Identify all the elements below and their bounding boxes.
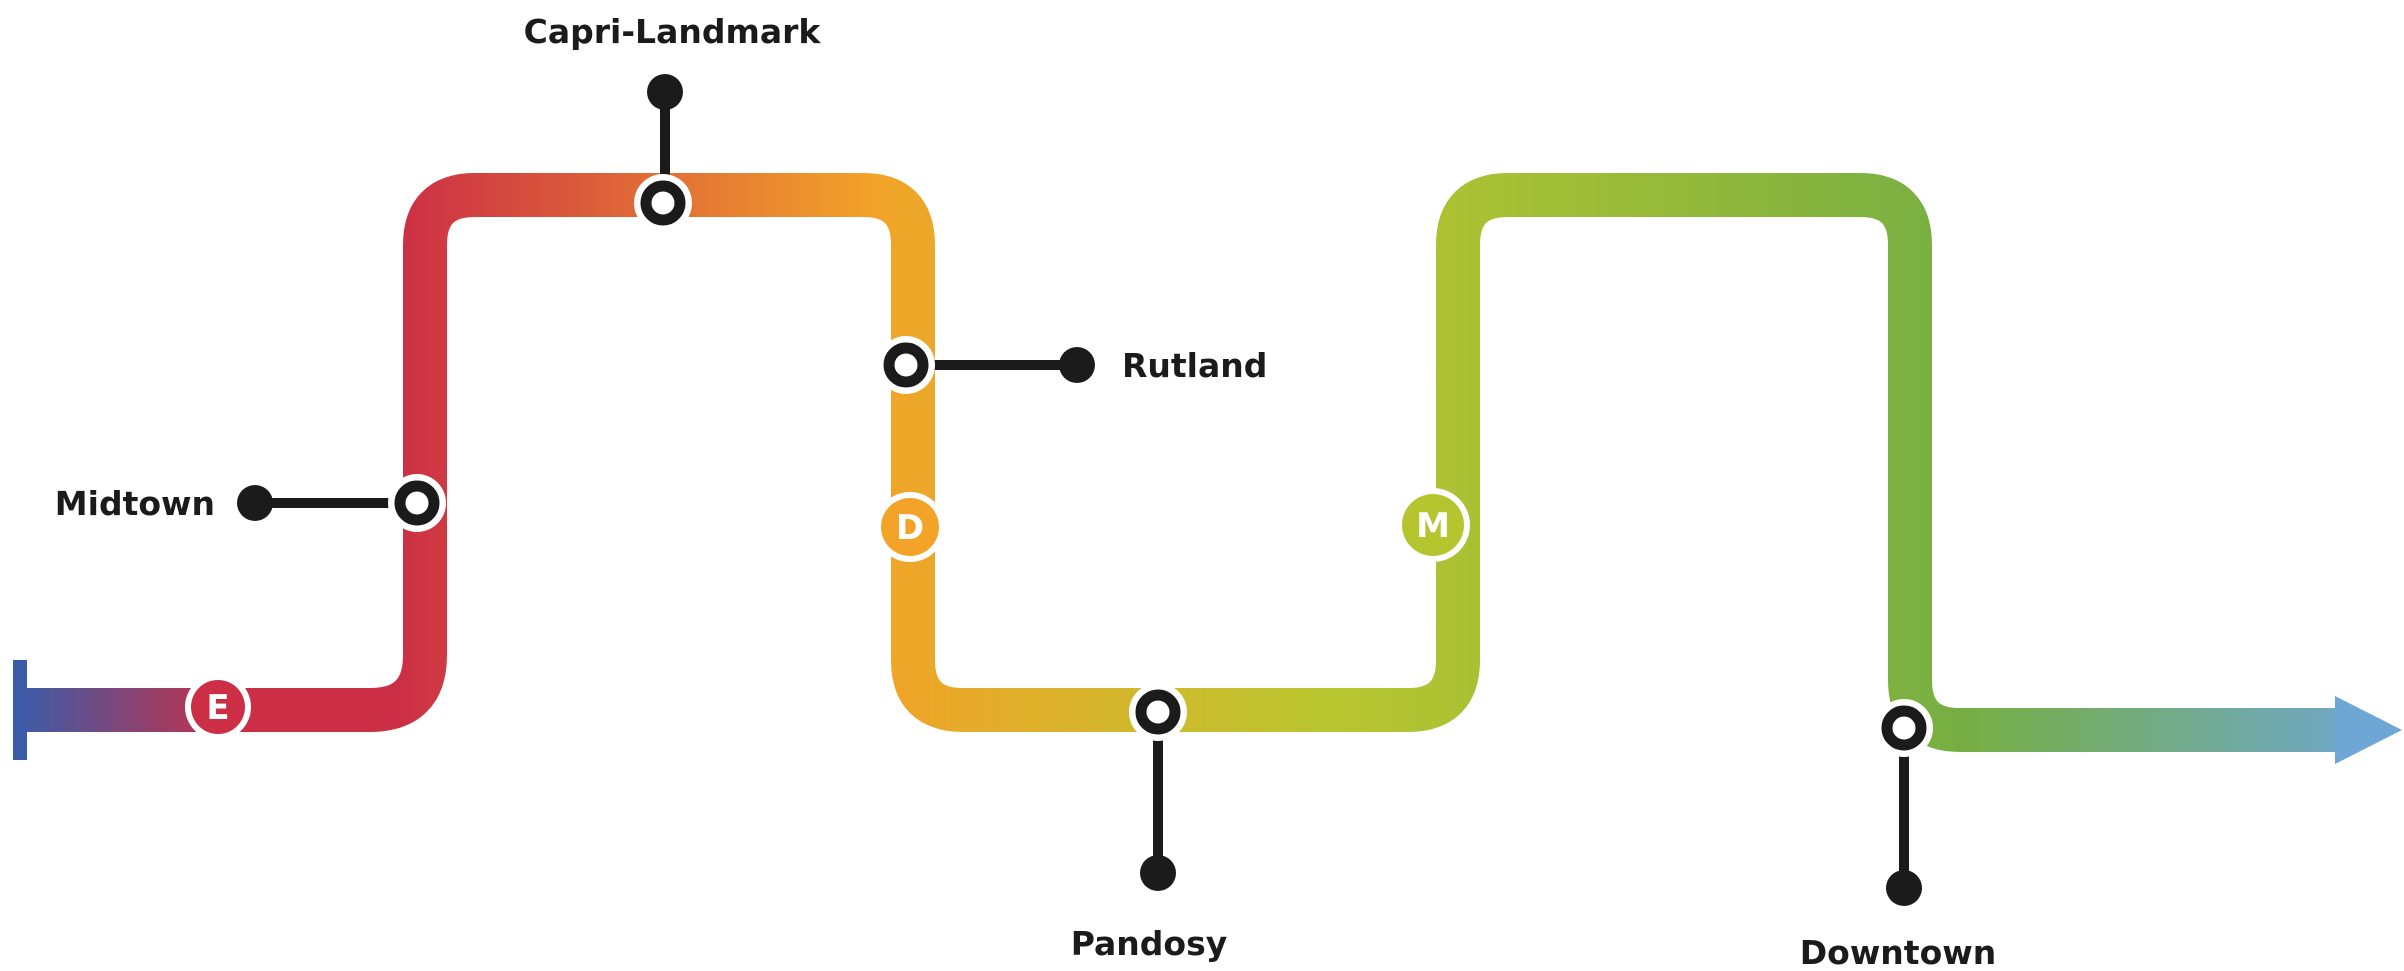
station-marker-downtown <box>1875 699 1933 757</box>
station-label-downtown: Downtown <box>1800 933 1996 971</box>
svg-text:E: E <box>206 688 229 728</box>
station-label-rutland: Rutland <box>1122 346 1267 385</box>
line-badge-m: M <box>1396 488 1470 562</box>
station-marker-pandosy <box>1129 683 1187 741</box>
svg-text:D: D <box>896 508 924 548</box>
route-end-arrow <box>2335 696 2402 764</box>
station-marker-capri-landmark <box>634 174 692 232</box>
svg-text:M: M <box>1416 506 1450 546</box>
station-label-midtown: Midtown <box>55 484 215 523</box>
station-label-pandosy: Pandosy <box>1071 924 1228 963</box>
station-marker-rutland <box>877 336 935 394</box>
station-marker-midtown <box>388 474 446 532</box>
line-badge-d: D <box>875 492 945 562</box>
route-line <box>20 173 2345 752</box>
station-label-capri-landmark: Capri-Landmark <box>524 12 822 51</box>
line-badge-e: E <box>185 674 251 740</box>
